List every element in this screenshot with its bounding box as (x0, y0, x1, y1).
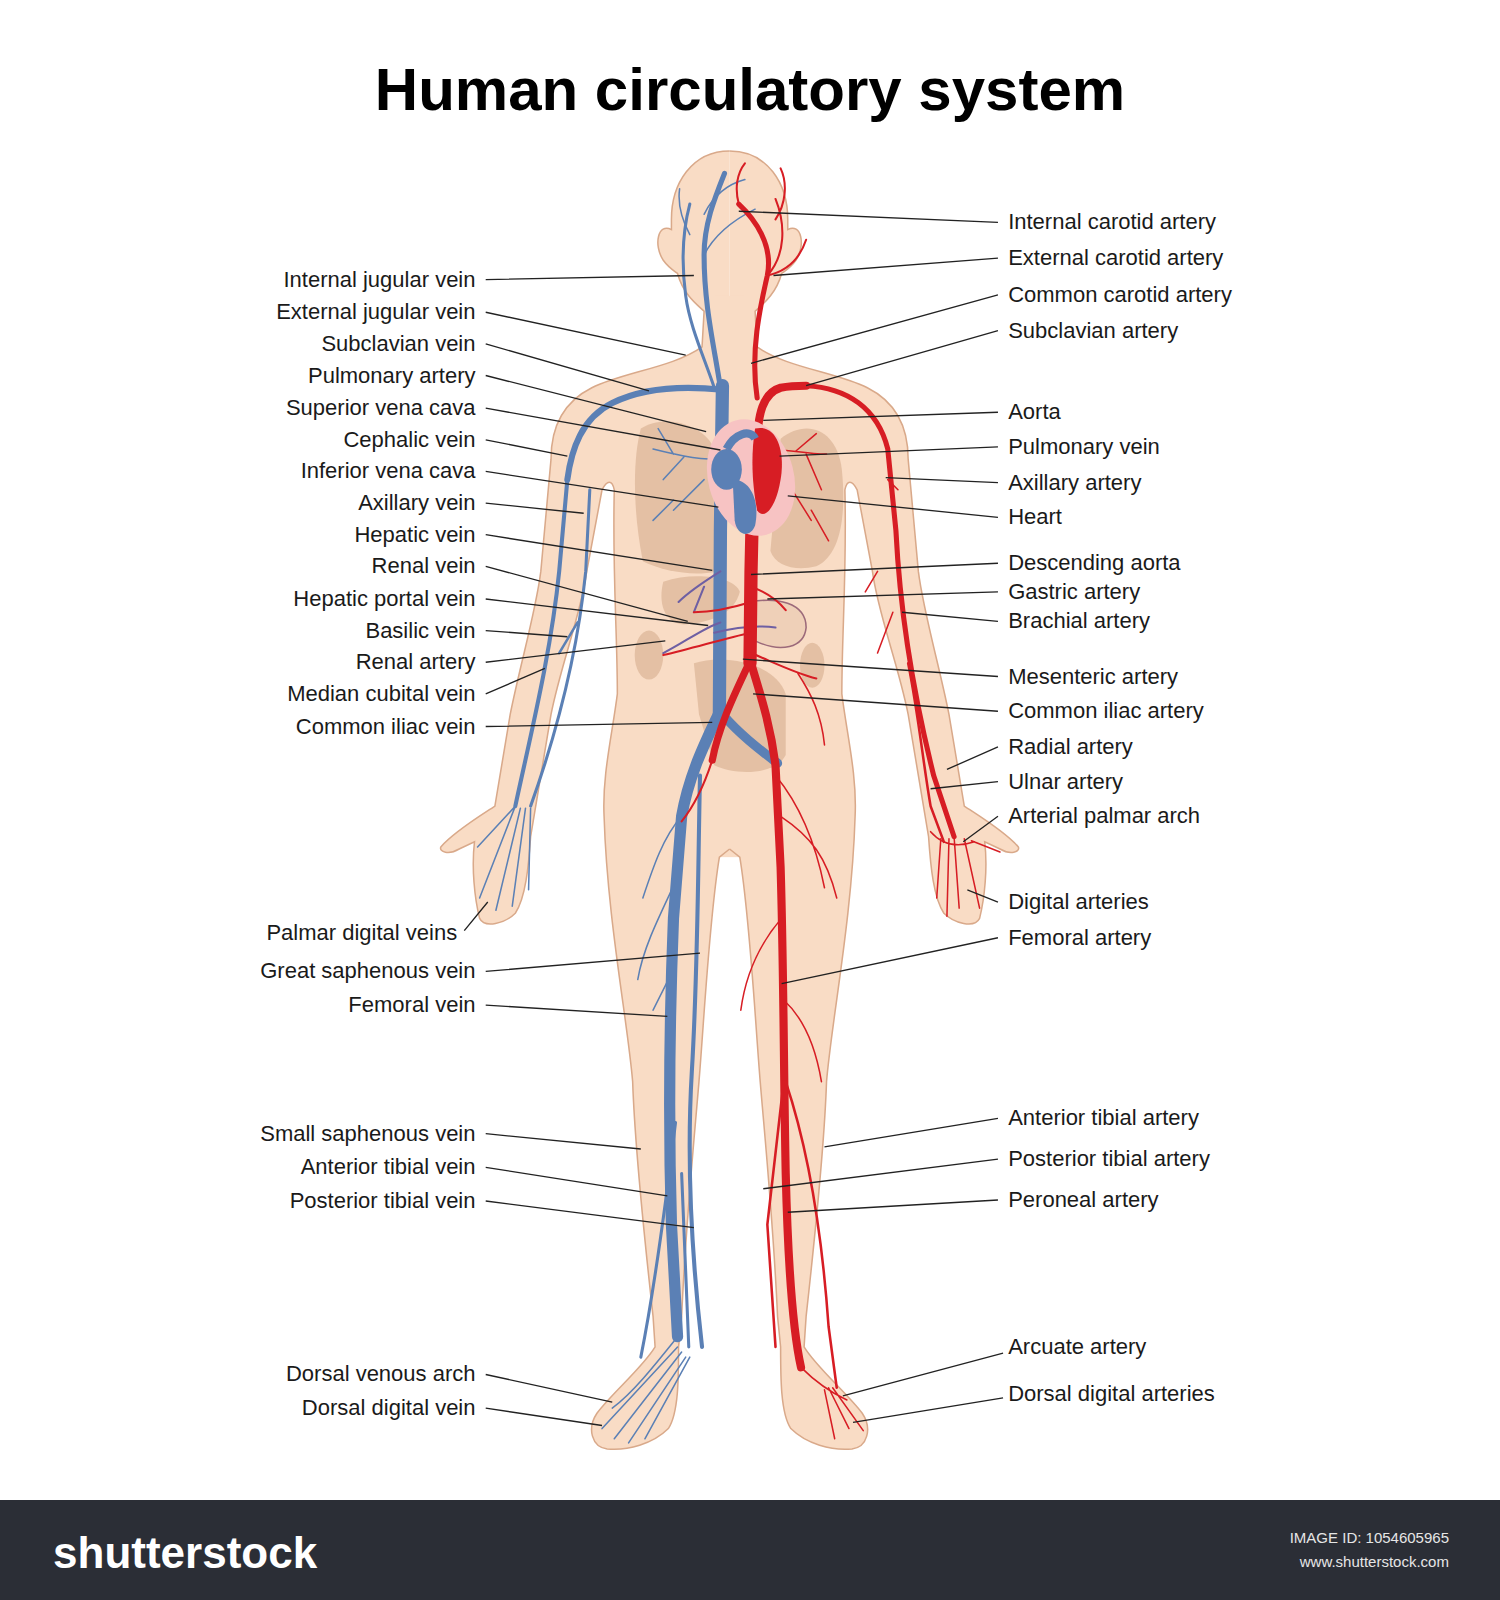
part-label: Radial artery (1008, 735, 1133, 759)
part-label: Renal vein (372, 554, 476, 578)
part-label: Arcuate artery (1008, 1335, 1146, 1359)
part-label: Axillary vein (358, 491, 475, 515)
veins (478, 173, 778, 1442)
part-label: Ulnar artery (1008, 770, 1123, 794)
part-label: Hepatic portal vein (293, 587, 475, 611)
part-label: Arterial palmar arch (1008, 804, 1200, 828)
part-label: Common carotid artery (1008, 283, 1232, 307)
title: Human circulatory system (375, 57, 1125, 123)
part-label: Aorta (1008, 400, 1061, 424)
part-label: Brachial artery (1008, 609, 1150, 633)
part-label: Gastric artery (1008, 580, 1140, 604)
part-label: Basilic vein (365, 619, 475, 643)
part-label: Subclavian vein (321, 332, 475, 356)
part-label: Posterior tibial artery (1008, 1147, 1210, 1171)
part-label: Anterior tibial vein (301, 1155, 476, 1179)
part-label: Internal carotid artery (1008, 210, 1216, 234)
arteries (663, 163, 1000, 1439)
watermark-bar (0, 1500, 1500, 1600)
watermark-text: www.shutterstock.com (1300, 1554, 1449, 1571)
part-label: Axillary artery (1008, 471, 1141, 495)
part-label: Superior vena cava (286, 396, 476, 420)
part-label: Internal jugular vein (283, 267, 475, 291)
part-label: Great saphenous vein (260, 959, 475, 983)
part-label: Small saphenous vein (260, 1122, 475, 1146)
part-label: Cephalic vein (343, 428, 475, 452)
part-label: External jugular vein (276, 300, 475, 324)
part-label: Palmar digital veins (266, 921, 457, 945)
heart (694, 409, 807, 546)
part-label: Common iliac artery (1008, 699, 1204, 723)
part-label: Inferior vena cava (301, 459, 476, 483)
organs (635, 421, 844, 772)
part-label: Subclavian artery (1008, 319, 1178, 343)
body-silhouette (441, 151, 1019, 1449)
part-label: Anterior tibial artery (1008, 1106, 1199, 1130)
part-label: Mesenteric artery (1008, 664, 1178, 688)
part-label: Median cubital vein (287, 682, 475, 706)
part-label: Peroneal artery (1008, 1188, 1158, 1212)
part-label: Pulmonary artery (308, 363, 476, 387)
part-label: Femoral artery (1008, 926, 1151, 950)
watermark-text: IMAGE ID: 1054605965 (1290, 1530, 1449, 1547)
leader-lines (464, 211, 1003, 1425)
part-label: Common iliac vein (296, 714, 476, 738)
watermark-text: shutterstock (53, 1529, 317, 1577)
part-label: Dorsal digital arteries (1008, 1382, 1215, 1406)
part-label: Renal artery (356, 650, 476, 674)
part-label: Dorsal venous arch (286, 1362, 476, 1386)
part-label: External carotid artery (1008, 246, 1223, 270)
part-label: Femoral vein (348, 993, 475, 1017)
part-label: Digital arteries (1008, 890, 1149, 914)
part-label: Heart (1008, 505, 1062, 529)
part-label: Descending aorta (1008, 551, 1180, 575)
part-label: Dorsal digital vein (302, 1396, 476, 1420)
part-label: Posterior tibial vein (290, 1189, 476, 1213)
part-label: Hepatic vein (354, 523, 475, 547)
part-label: Pulmonary vein (1008, 435, 1160, 459)
